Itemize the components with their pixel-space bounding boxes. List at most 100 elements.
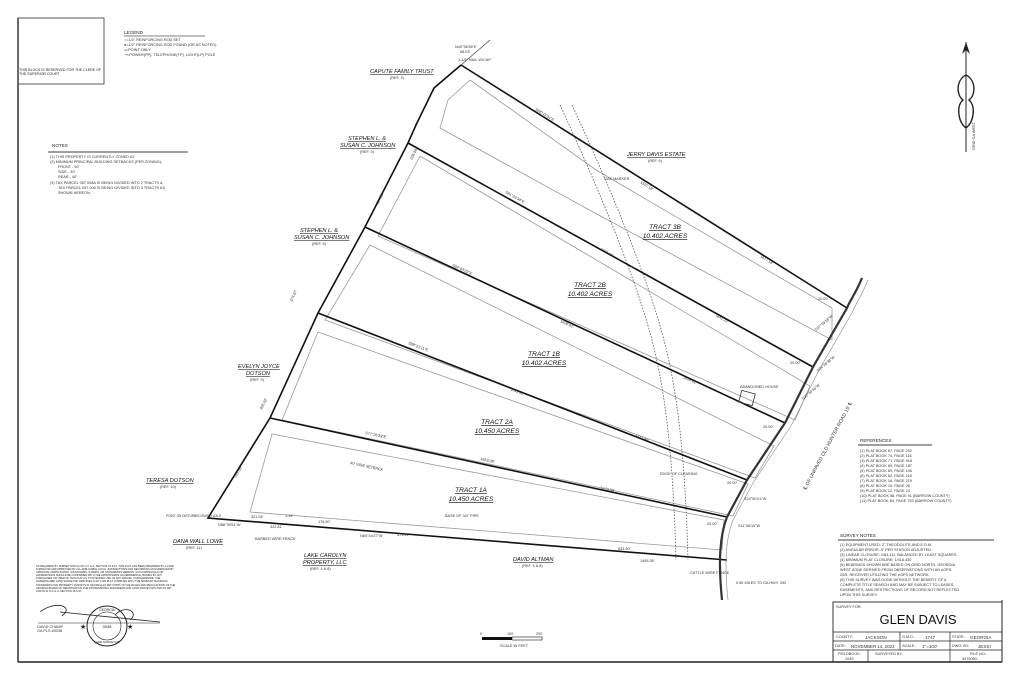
note-line: SIDE - 40' [58, 170, 75, 174]
legend-item: ○=1/2" REINFORCING ROD SET [124, 38, 181, 42]
reference-item: (11) PLAT BOOK 84, PAGE 753 (BARROW COUN… [860, 499, 952, 503]
legend-item: ▵=POINT ONLY [124, 48, 151, 52]
surveyed-by-label: SURVEYED BY: [875, 652, 903, 656]
legend-item: ⊸=POWER(PP), TELEPHONE(TP), LIGHT(LP) PO… [124, 53, 216, 57]
adjoiner-ref: (REF. 3) [390, 76, 405, 80]
tract-1a-area: 10.450 ACRES [449, 496, 494, 503]
abandoned-house-icon [738, 389, 756, 407]
reference-item: (9) PLAT BOOK 12, PAGE 24 [860, 489, 910, 493]
file-label: FILE NO.: [970, 652, 987, 656]
legend-title: LEGEND [124, 30, 144, 35]
file-value: 3975080- [962, 657, 979, 661]
tract-line-2a-1a [269, 417, 728, 518]
dim-label: 20.00' [790, 361, 801, 365]
reference-item: (1) PLAT BOOK 87, PAGE 292 [860, 449, 912, 453]
dim-label: 40' SIDE SETBACK [350, 461, 384, 472]
scale-label: SCALE: [902, 644, 916, 648]
scale-tick: 100 [507, 632, 513, 636]
surveyor-license: GA PLS #3038 [37, 629, 62, 633]
date-value: NOVEMBER 14, 2023 [851, 644, 895, 649]
dim-label: 1611.86' [635, 434, 650, 443]
adjoiner-johnson-1: STEPHEN L. & [348, 136, 386, 142]
dim-label: BASE OF 3/4" PIPE [445, 514, 479, 518]
north-arrow-label: GRID GA WEST [972, 121, 976, 150]
tract-1b-area: 10.402 ACRES [522, 360, 567, 367]
dim-label: 374.67' [289, 289, 298, 302]
dim-label: 322.81' [270, 525, 283, 529]
title-block: SURVEY FOR: GLEN DAVIS COUNTY: JACKSON G… [832, 601, 1003, 663]
adjoiner-evelyn-dotson: EVELYN JOYCE [238, 364, 280, 370]
adjoiner-johnson-2: STEPHEN L. & [300, 228, 338, 234]
reference-item: (5) PLAT BOOK 69, PAGE 106 [860, 469, 912, 473]
survey-note: (6) THIS SURVEY WAS DONE WITHOUT THE BEN… [840, 578, 947, 582]
references: REFERENCES (1) PLAT BOOK 87, PAGE 292 (2… [858, 438, 952, 503]
tie-line [460, 39, 491, 66]
svg-text:GEORGIA: GEORGIA [99, 608, 116, 612]
tract-line-2b-1b [364, 226, 786, 424]
dim-label: 1608.61' [560, 319, 575, 329]
county-label: COUNTY: [836, 635, 853, 639]
reference-item: (3) PLAT BOOK 71, PAGE 918 [860, 459, 912, 463]
adjoiner-jerry-davis: JERRY DAVIS ESTATE [626, 152, 686, 158]
adjoiner-evelyn-dotson: DOTSON [246, 371, 271, 377]
certification-body: AS REQUIRED BY SUBSECTION (d) OF O.C.G.A… [36, 565, 176, 593]
adjoiner-ref: (REF. 11) [186, 546, 202, 550]
note-line: SHOWN HEREON. [58, 191, 91, 195]
dim-label: 175.50' [318, 520, 331, 524]
dim-label: N40°36'36"E [455, 45, 477, 49]
adjoiner-teresa-dotson: TERESA DOTSON [146, 478, 195, 484]
tract-1b-name: TRACT 1B [528, 351, 560, 358]
dim-label: N84°44'27"W [360, 534, 383, 538]
dim-label: S77°26'33"E [365, 431, 387, 439]
dim-label: 321.94' [251, 515, 264, 519]
survey-note: (4) MINIMUM PLAT CLOSURE: 1/416,430 [840, 558, 911, 562]
survey-note: (1) EQUIPMENT USED: 2" THEODOLITE AND E.… [840, 543, 932, 547]
gmd-value: 1747 [925, 635, 936, 640]
dim-label: 1626.61' [683, 375, 698, 385]
dim-label: 1597.18' [639, 180, 654, 191]
note-line: (1) THIS PROPERTY IS CURRENTLY ZONED A2 [50, 155, 134, 159]
reference-item: (8) PLAT BOOK 15, PAGE 26 [860, 484, 910, 488]
references-title: REFERENCES [860, 438, 891, 443]
survey-note: EASEMENTS, AND RESTRICTIONS OF RECORD NO… [840, 588, 959, 592]
railroad-track [559, 104, 689, 561]
note-line: REAR - 40' [58, 175, 77, 179]
adjoiner-ref: (REF. 4 & 8) [310, 567, 331, 571]
fieldbook-label: FIELDBOOK: [838, 652, 861, 656]
svg-text:★: ★ [80, 623, 86, 631]
abandoned-house-label: ABANDONED HOUSE [740, 385, 779, 389]
survey-note: (5) BEARINGS SHOWN ARE BASED ON GRID NOR… [840, 563, 956, 567]
note-line: (3) TAX PARCEL 057 008A IS BEING DIVIDED… [50, 181, 163, 185]
notes-title: NOTES [52, 143, 68, 148]
survey-note: UPON THIS SURVEY. [840, 593, 878, 597]
scale-bar: 0 100 200 SCALE IN FEET [480, 632, 542, 648]
north-arrow-icon: GRID GA WEST [957, 42, 976, 152]
dim-label: 68.03' [460, 50, 471, 54]
adjoiner-johnson-2: SUSAN C. JOHNSON [294, 235, 350, 241]
scale-tick: 0 [480, 632, 482, 636]
dim-label: 1-1/4" NAIL W/CAP [458, 58, 491, 62]
tract-3b-name: TRACT 3B [649, 224, 681, 231]
adjoiner-ref: (REF. 5) [360, 150, 375, 154]
adjoiner-capute: CAPUTE FAMILY TRUST [370, 69, 434, 75]
dim-label: 324.56' [375, 192, 384, 205]
dwg-value: JESSI [978, 644, 991, 649]
dim-label: 1495.36' [640, 559, 655, 563]
tract-2b-area: 10.402 ACRES [568, 291, 613, 298]
dim-label: S37°09'18"W [814, 314, 834, 332]
scale-tick: 200 [536, 632, 542, 636]
road-distance: 0.55 MILES TO GA HWY. 330 [736, 581, 786, 585]
setback-lines [249, 79, 833, 551]
survey-note: (2) ANGULAR ERROR: 4" PER STATION ADJUST… [840, 548, 932, 552]
dim-label: 1.15' [285, 514, 293, 518]
reference-item: (10) PLAT BOOK 58, PAGE 91 (BARROW COUNT… [860, 494, 950, 498]
adjoiner-lake-carolyn: PROPERTY, LLC [303, 560, 347, 566]
survey-notes: SURVEY NOTES (1) EQUIPMENT USED: 2" THEO… [838, 533, 994, 597]
reference-item: (6) PLAT BOOK 62, PAGE 215 [860, 474, 912, 478]
dim-label: S24°50'01"W [744, 497, 767, 501]
dim-label: CATTLE WIRE FENCE [690, 571, 730, 575]
dim-label: 20.00' [727, 481, 738, 485]
dim-label: 471.21' [397, 533, 410, 537]
dim-label: 20.00' [763, 425, 774, 429]
